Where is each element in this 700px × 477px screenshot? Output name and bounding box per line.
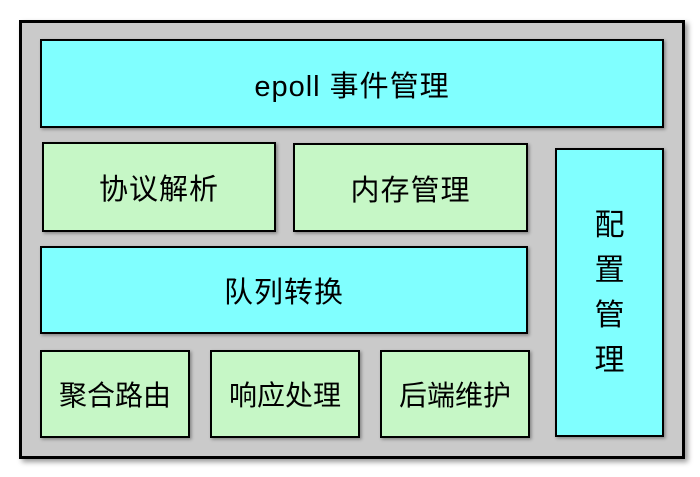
block-memory-label: 内存管理 [350,174,471,207]
diagram-panel: epoll 事件管理 协议解析 内存管理 队列转换 聚合路由 响应处理 后端维护… [19,20,685,459]
block-protocol-label: 协议解析 [98,174,219,206]
block-epoll-event-management: epoll 事件管理 [40,39,664,128]
block-response-handling: 响应处理 [210,350,360,438]
block-config-management: 配置管理 [555,148,664,437]
block-response-handling-label: 响应处理 [228,380,341,411]
block-aggregate-routing: 聚合路由 [40,350,190,438]
block-memory-management: 内存管理 [293,143,528,232]
block-aggregate-routing-label: 聚合路由 [58,380,171,411]
block-protocol-parsing: 协议解析 [42,142,276,232]
block-backend-maintenance-label: 后端维护 [398,380,511,411]
block-config-management-label: 配置管理 [594,208,625,377]
block-backend-maintenance: 后端维护 [380,350,530,438]
block-queue-conversion: 队列转换 [40,246,528,334]
block-queue-label: 队列转换 [223,277,344,309]
block-epoll-label: epoll 事件管理 [254,70,450,103]
